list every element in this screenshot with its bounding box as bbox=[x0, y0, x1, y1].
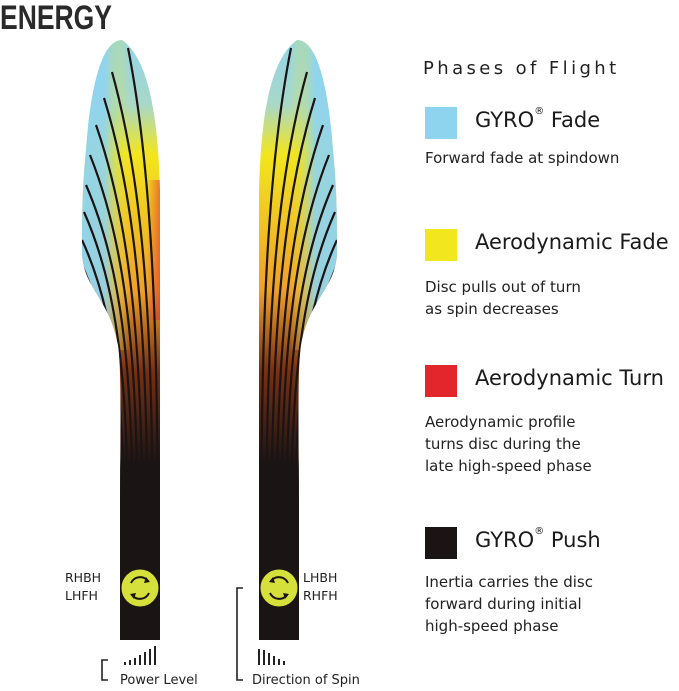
right-flight-path bbox=[259, 40, 337, 640]
gyro-fade-name: GYRO® Fade bbox=[475, 106, 601, 132]
aero-turn-name: Aerodynamic Turn bbox=[475, 366, 664, 390]
left-label-rhbh: RHBH bbox=[65, 570, 101, 585]
right-spin-icon bbox=[259, 568, 299, 608]
power-level-bracket bbox=[101, 659, 108, 681]
aero-turn-desc: Aerodynamic profile turns disc during th… bbox=[425, 413, 592, 475]
right-label-rhfh: RHFH bbox=[303, 588, 338, 603]
left-flight-path bbox=[82, 40, 160, 640]
aero-fade-name: Aerodynamic Fade bbox=[475, 230, 669, 254]
direction-of-spin-bracket bbox=[236, 587, 243, 681]
legend-title: Phases of Flight bbox=[423, 58, 620, 79]
left-spin-icon bbox=[120, 568, 160, 608]
gyro-push-desc: Inertia carries the disc forward during … bbox=[425, 573, 593, 635]
aero-fade-desc: Disc pulls out of turn as spin decreases bbox=[425, 278, 581, 318]
aero-turn-swatch bbox=[425, 365, 457, 397]
power-level-icon bbox=[124, 646, 156, 665]
gyro-push-name: GYRO® Push bbox=[475, 526, 601, 552]
direction-of-spin-icon bbox=[258, 649, 285, 665]
gyro-push-swatch bbox=[425, 527, 457, 559]
power-level-label: Power Level bbox=[120, 673, 198, 688]
aero-fade-swatch bbox=[425, 229, 457, 261]
right-label-lhbh: LHBH bbox=[303, 570, 337, 585]
brand-title: ENERGY bbox=[0, 0, 113, 37]
gyro-fade-desc: Forward fade at spindown bbox=[425, 149, 620, 167]
direction-of-spin-label: Direction of Spin bbox=[252, 673, 360, 688]
gyro-fade-swatch bbox=[425, 107, 457, 139]
left-label-lhfh: LHFH bbox=[65, 588, 98, 603]
